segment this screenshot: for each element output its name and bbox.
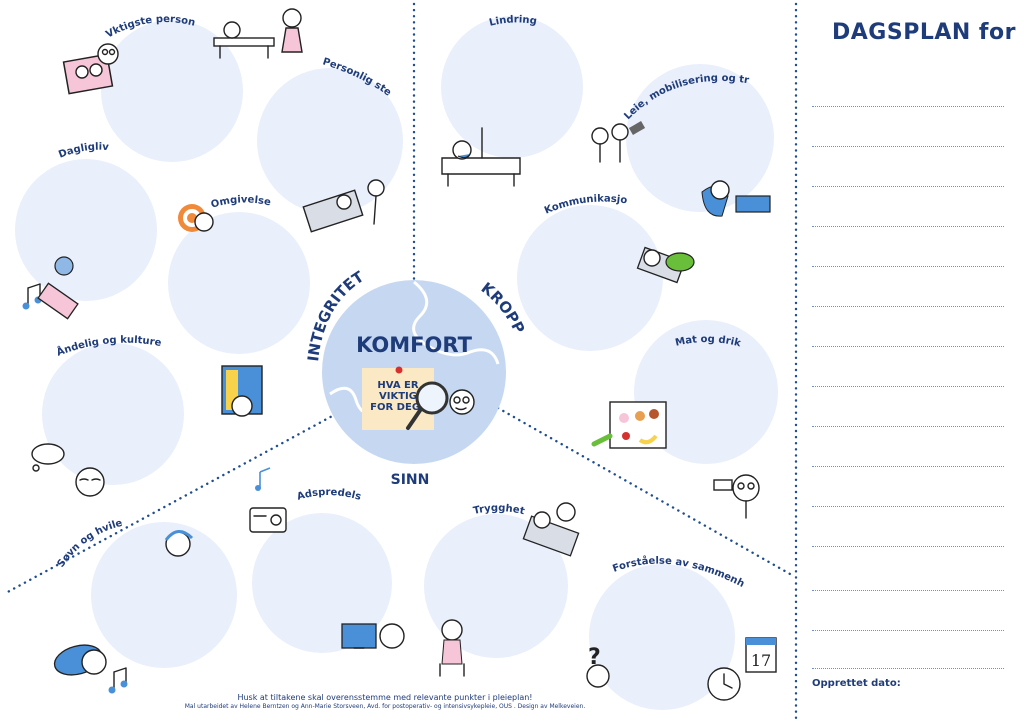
footer-reminder: Husk at tiltakene skal overensstemme med… [237,693,533,702]
write-line[interactable] [812,146,1004,147]
clock-icon [707,667,741,701]
circle-leie [626,64,774,212]
write-line[interactable] [812,546,1004,547]
label-trygghet: Trygghet [472,503,526,517]
sitting-person-icon [439,619,465,677]
target-person-icon [178,204,214,232]
sleeping-headphones-icon [164,530,194,557]
divider-right [496,406,792,576]
divider-left [2,412,338,596]
pin-icon [395,366,403,374]
note-line-1: HVA ER [377,380,418,391]
speech-bubble-person-icon [636,246,695,284]
circle-sovn [91,522,237,668]
note-line-3: FOR DEG? [370,402,426,413]
footer-credits: Mal utarbeidet av Helene Berntzen og Ann… [184,703,586,710]
write-line[interactable] [812,226,1004,227]
center-swirl [412,280,500,365]
family-photo-icon [62,43,119,95]
circle-trygghet [424,514,568,658]
visitor-bed-icon [213,8,303,59]
circle-lindring [441,16,583,158]
circle-personlig-stell [257,68,403,214]
lying-pillow-icon [701,180,771,217]
circle-andelig [42,343,184,485]
megaphone-person-icon [713,474,760,519]
write-line[interactable] [812,346,1004,347]
comforting-patient-icon [522,502,580,557]
write-line[interactable] [812,466,1004,467]
question-person-icon: ? [586,645,610,688]
section-sinn: SINN [391,472,430,488]
write-line[interactable] [812,106,1004,107]
circle-kommunikasjon [517,205,663,351]
circle-adspredelse [252,513,392,653]
write-line[interactable] [812,426,1004,427]
food-board-icon [591,401,667,449]
write-line[interactable] [812,630,1004,631]
tv-watching-icon [341,623,405,649]
radio-music-icon [249,467,287,533]
exercise-weights-icon [591,121,646,163]
window-person-icon [221,365,263,417]
sleeping-pillow-icon [53,644,128,694]
circle-vktigste-personer [101,20,243,162]
write-line[interactable] [812,266,1004,267]
write-line[interactable] [812,590,1004,591]
calendar-day: 17 [751,651,771,670]
circle-dagligliv [15,159,157,301]
hospital-bed-mask-icon [441,127,521,187]
circle-omgivelser [168,212,310,354]
panel-title: DAGSPLAN for [832,20,1016,45]
washing-patient-icon [302,179,385,233]
write-line[interactable] [812,186,1004,187]
music-ticket-icon [22,256,79,320]
thinking-person-icon [31,443,105,497]
created-date-label: Opprettet dato: [812,678,901,689]
write-line[interactable] [812,306,1004,307]
write-line[interactable] [812,506,1004,507]
magnifier-person-icon [406,381,475,430]
svg-text:?: ? [588,645,601,670]
circle-forstaelse [589,564,735,710]
calendar-icon: 17 [745,637,777,673]
label-lindring: Lindring [488,14,538,28]
note-line-2: VIKTIG [379,391,417,402]
write-line[interactable] [812,668,1004,669]
center-title: KOMFORT [356,333,473,357]
write-line[interactable] [812,386,1004,387]
label-dagligliv: Dagligliv [57,142,109,161]
circle-mat [634,320,778,464]
